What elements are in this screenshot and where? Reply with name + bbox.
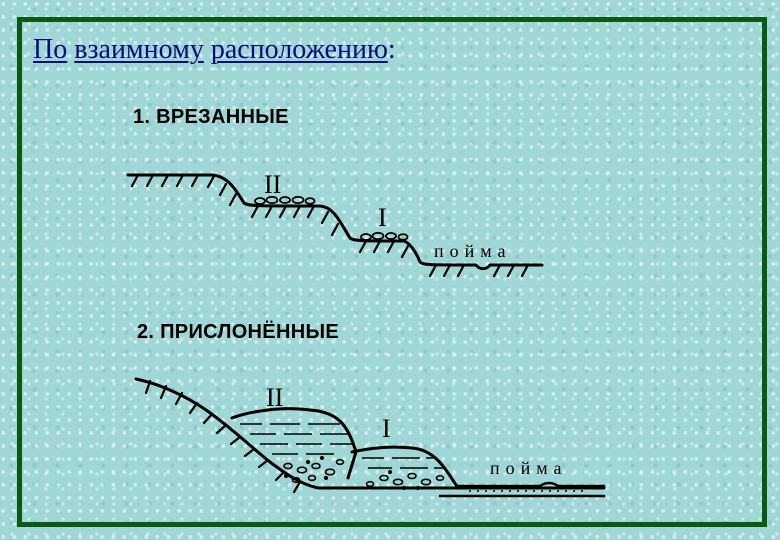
terrace-II-gravel (283, 455, 345, 484)
incised-terrace-profile: II I пойма (126, 170, 544, 278)
floodplain-surface (456, 481, 606, 488)
label-terrace-I-incised: I (378, 203, 387, 232)
label-terrace-II-adjacent: II (266, 383, 283, 412)
terrace-I-body (350, 445, 460, 490)
title-word-2: взаимному (74, 34, 204, 65)
terrace-I-layers (362, 457, 450, 469)
label-floodplain-incised: пойма (434, 241, 512, 261)
pebbles-terrace-I (360, 231, 409, 241)
incised-hatching (130, 173, 530, 278)
bedrock-hatching (144, 379, 302, 494)
slide-title: По взаимному расположению: (33, 36, 396, 64)
label-terrace-II-incised: II (264, 170, 281, 199)
terrace-II-layers (240, 423, 352, 455)
title-word-3: расположению (210, 34, 388, 65)
terrace-II-body (230, 407, 358, 480)
adjacent-terrace-profile: II I пойма (134, 377, 606, 498)
heading-adjacent-terraces: 2. ПРИСЛОНЁННЫЕ (137, 321, 339, 343)
pebbles-terrace-II (254, 195, 316, 205)
terrace-I-gravel (365, 469, 445, 491)
title-word-1: По (33, 34, 68, 65)
slide-frame (17, 17, 767, 527)
bedrock-slope-line (134, 377, 606, 490)
label-floodplain-adjacent: пойма (490, 458, 568, 478)
incised-ground-line (126, 173, 544, 271)
floodplain-deposits (469, 490, 583, 492)
label-terrace-I-adjacent: I (382, 414, 391, 443)
heading-incised-terraces: 1. ВРЕЗАННЫЕ (133, 106, 289, 128)
title-colon: : (387, 34, 396, 65)
